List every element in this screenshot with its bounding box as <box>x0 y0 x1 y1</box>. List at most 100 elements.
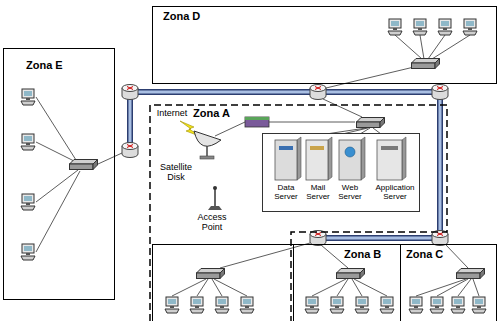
switch-icon <box>70 160 98 170</box>
server-box <box>263 134 420 212</box>
cable <box>36 171 80 252</box>
computer-icon <box>463 19 477 35</box>
computer-icon <box>21 244 35 260</box>
server-tower <box>377 140 402 180</box>
zone-box: Zona B <box>293 244 401 321</box>
modem-stripe <box>245 117 269 120</box>
computer-icon <box>215 297 229 313</box>
dish-base <box>200 156 214 159</box>
computer-icon <box>21 89 35 105</box>
cable <box>446 245 468 268</box>
computer-icon <box>451 297 465 313</box>
satellite-dish <box>194 131 221 146</box>
device-label: Access Point <box>190 212 234 232</box>
switch-icon <box>412 59 440 69</box>
antenna <box>214 189 216 207</box>
server-tower <box>306 140 328 180</box>
cable <box>326 67 414 88</box>
computer-icon <box>430 297 444 313</box>
computer-icon <box>190 297 204 313</box>
router-icon <box>122 143 138 158</box>
server-tower <box>339 140 361 180</box>
area-frame <box>153 245 294 321</box>
cable <box>98 153 122 164</box>
zone-name: Zona A <box>193 107 230 120</box>
cable <box>473 279 479 296</box>
globe-mark <box>345 147 355 157</box>
zone-name: Zona D <box>163 10 200 23</box>
computer-icon <box>240 297 254 313</box>
zone-name: Zona B <box>344 248 381 261</box>
cable <box>395 35 422 59</box>
cable <box>220 243 310 268</box>
cable <box>212 279 222 296</box>
server-label: Application Server <box>372 183 418 201</box>
antenna-base <box>208 206 222 210</box>
computer-icon <box>21 134 35 150</box>
cable <box>312 279 346 296</box>
router-icon <box>310 85 326 100</box>
zone-box: Zona D <box>152 6 497 84</box>
cable <box>215 122 245 136</box>
cable <box>354 279 387 296</box>
cable <box>36 97 76 160</box>
antenna-tip <box>213 186 217 190</box>
switch-icon <box>337 269 365 279</box>
switch-icon <box>197 269 225 279</box>
computer-icon <box>388 19 402 35</box>
router-icon <box>432 85 448 100</box>
server-towers <box>275 137 406 180</box>
computer-icon <box>380 297 394 313</box>
computer-icon <box>165 297 179 313</box>
cable <box>437 279 468 296</box>
computer-icon <box>409 297 423 313</box>
zone-outline <box>149 104 448 321</box>
cable <box>323 99 362 117</box>
cable <box>420 35 424 59</box>
server-label: Mail Server <box>303 183 333 201</box>
server-mark <box>279 146 293 150</box>
server-mark <box>381 146 398 150</box>
cable <box>432 35 470 59</box>
tower-side <box>297 137 301 180</box>
cable <box>352 279 362 296</box>
cable <box>337 279 348 296</box>
device-label: Satellite Disk <box>153 162 199 182</box>
cable <box>36 142 76 162</box>
switch-icon <box>357 118 385 128</box>
backbone-core <box>130 92 440 238</box>
dish-pole <box>206 146 208 157</box>
zone-box: Zona E <box>3 48 115 300</box>
computer-icon <box>472 297 486 313</box>
tower-side <box>328 137 332 180</box>
tower-side <box>361 137 365 180</box>
network-label: Internet <box>152 108 192 118</box>
tower-side <box>402 137 406 180</box>
dashed-zone-border <box>150 105 447 321</box>
computer-icon <box>21 194 35 210</box>
server-label: Data Server <box>270 183 302 201</box>
cable <box>321 245 348 268</box>
computer-icon <box>305 297 319 313</box>
router-icon <box>122 85 138 100</box>
server-tower <box>275 140 297 180</box>
zone-box: Zona A <box>149 104 448 321</box>
backbone-outline <box>130 92 440 238</box>
server-label: Web Server <box>335 183 365 201</box>
cable <box>269 122 355 123</box>
modem-body <box>245 117 269 127</box>
computer-icon <box>438 19 452 35</box>
server-mark <box>310 146 324 150</box>
zone-name: Zona C <box>406 248 443 261</box>
cable <box>214 279 247 296</box>
switch-icon <box>457 269 485 279</box>
zone-box: Zona C <box>400 244 497 321</box>
cable <box>428 35 445 59</box>
cable <box>458 279 471 296</box>
cable <box>197 279 208 296</box>
computer-icon <box>413 19 427 35</box>
cables <box>36 35 479 296</box>
computer-icon <box>330 297 344 313</box>
cable <box>172 279 206 296</box>
zone-name: Zona E <box>26 59 63 72</box>
